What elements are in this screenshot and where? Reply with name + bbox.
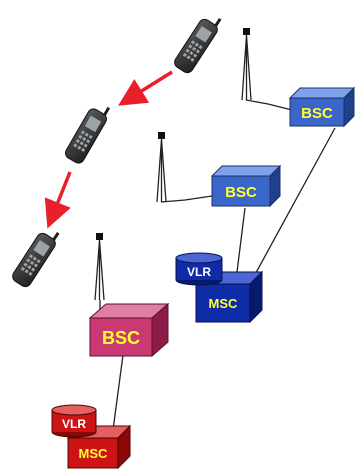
bsc-middle-label: BSC xyxy=(225,184,257,201)
bsc-node-bottom: BSC xyxy=(88,302,170,358)
vlr-node-blue: VLR xyxy=(175,252,223,286)
vlr-node-red: VLR xyxy=(51,404,97,438)
network-link-line xyxy=(112,354,124,431)
antenna-link-line xyxy=(245,99,293,111)
vlr-red-label: VLR xyxy=(62,417,86,431)
antenna-link-line xyxy=(160,195,213,203)
vlr-blue-label: VLR xyxy=(187,265,211,279)
mobile-phone-icon xyxy=(12,231,60,288)
msc-node-blue: MSC xyxy=(194,270,264,324)
handover-arrow xyxy=(118,70,173,106)
msc-blue-label: MSC xyxy=(209,296,239,311)
msc-red-label: MSC xyxy=(79,446,109,461)
antenna-tower-icon xyxy=(94,233,105,301)
bsc-bottom-label: BSC xyxy=(102,328,140,348)
antenna-tower-icon xyxy=(156,132,167,203)
antenna-tower-icon xyxy=(241,28,252,101)
bsc-node-middle: BSC xyxy=(210,164,282,208)
bsc-node-top: BSC xyxy=(288,86,356,128)
network-link-line xyxy=(251,127,336,281)
handover-arrow xyxy=(44,171,72,229)
network-link-line xyxy=(235,207,246,281)
mobile-phone-icon xyxy=(65,106,111,164)
mobile-phone-icon xyxy=(174,17,222,74)
bsc-top-label: BSC xyxy=(301,105,333,122)
